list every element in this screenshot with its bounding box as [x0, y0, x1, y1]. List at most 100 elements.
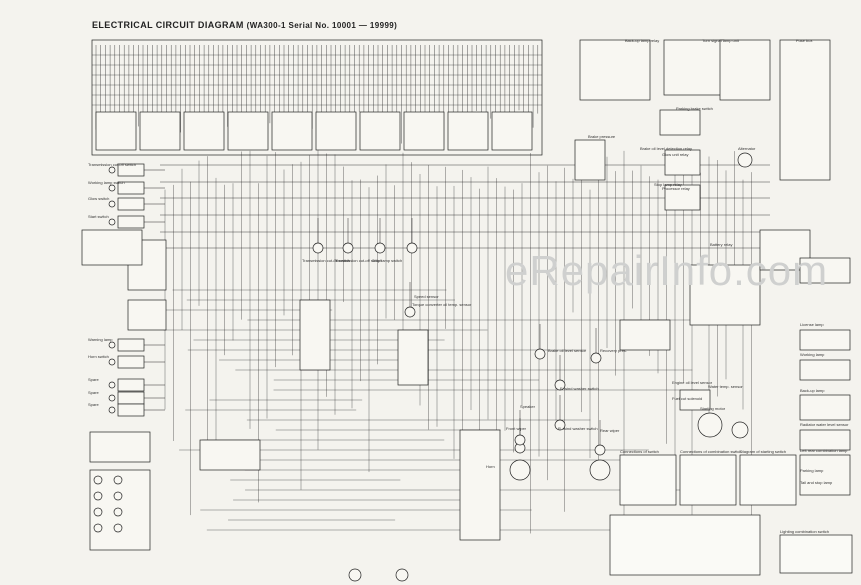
table-title: Lighting combination switch — [780, 529, 829, 534]
left-component-label: Warning lamp — [88, 337, 113, 342]
connector-grid — [459, 429, 501, 541]
switch-block — [117, 355, 145, 369]
right-component-label: Starting motor — [700, 406, 726, 411]
diagram-title: ELECTRICAL CIRCUIT DIAGRAM — [92, 20, 244, 30]
alternator-symbol — [737, 152, 753, 168]
sensor-symbol — [590, 352, 602, 364]
lamp-connector — [799, 429, 851, 451]
left-component-label: Transmission cut-off switch — [88, 162, 136, 167]
right-component-label: Parking brake switch — [676, 106, 713, 111]
sensor-symbol — [404, 306, 416, 318]
lamp-connector — [799, 329, 851, 351]
lamp-connector — [799, 359, 851, 381]
center-component-label: Horn — [486, 464, 495, 469]
relay-connector — [447, 111, 489, 151]
right-component-label: Stop lamp relay — [654, 182, 682, 187]
relay-connector — [95, 111, 137, 151]
horn-symbol — [348, 568, 362, 582]
switch-block — [117, 197, 145, 211]
right-component-label: Left rear combination lamp — [800, 448, 848, 453]
relay-block — [579, 39, 651, 101]
right-component-label: License lamp — [800, 322, 824, 327]
switch-block — [117, 378, 145, 392]
sensor-symbol — [514, 434, 526, 446]
left-component-label: Spare — [88, 390, 99, 395]
left-component-label: Horn switch — [88, 354, 109, 359]
front-wiper-motor — [509, 459, 531, 481]
lamp-connector — [799, 394, 851, 421]
diagram-subtitle: (WA300-1 Serial No. 10001 — 19999) — [246, 21, 398, 30]
connector-grid — [199, 439, 261, 471]
center-component-label: F. wind washer switch — [560, 386, 599, 391]
sensor-symbol — [554, 379, 566, 391]
relay-connector — [491, 111, 533, 151]
right-component-label: Tail and stop lamp — [800, 480, 833, 485]
center-component-label: Front wiper — [506, 426, 527, 431]
relay-connector — [315, 111, 357, 151]
motor-symbol — [731, 421, 749, 439]
relay-connector — [227, 111, 269, 151]
table-title: Diagram of starting switch — [740, 449, 786, 454]
right-component-label: Brake oil level detection relay — [640, 146, 692, 151]
center-component-label: Rear wiper — [600, 428, 620, 433]
lamp-symbol — [93, 475, 103, 485]
switch-symbol — [108, 406, 116, 414]
switch-symbol — [108, 200, 116, 208]
table-title: Connections of combination switch — [680, 449, 742, 454]
horn-symbol — [395, 568, 409, 582]
right-component-label: Fuel cut solenoid — [672, 396, 702, 401]
relay-block — [663, 39, 725, 96]
right-component-label: Alternator — [738, 146, 756, 151]
sensor-block — [574, 139, 606, 181]
center-component-label: R. wind washer switch — [558, 426, 598, 431]
center-component-label: Transmission cut-off switch — [302, 258, 350, 263]
connection-table — [739, 454, 797, 506]
right-component-label: Fuse box — [796, 38, 812, 43]
relay-connector — [183, 111, 225, 151]
left-component-label: Working lamp switch — [88, 180, 125, 185]
relay-connector — [403, 111, 445, 151]
rear-wiper-motor — [589, 459, 611, 481]
sensor-symbol — [374, 242, 386, 254]
center-component-label: Speed sensor — [414, 294, 439, 299]
right-component-label: Water temp. sensor — [708, 384, 743, 389]
center-component-label: Torque converter oil temp. sensor — [412, 302, 472, 307]
center-component-label: Stop lamp switch — [372, 258, 402, 263]
right-component-label: Back-up lamp — [800, 388, 825, 393]
right-component-label: Battery relay — [710, 242, 732, 247]
starter-switch-block — [81, 229, 143, 266]
starting-motor-symbol — [697, 412, 723, 438]
switch-block — [117, 403, 145, 417]
lamp-symbol — [113, 475, 123, 485]
relay-block — [719, 39, 771, 101]
lamp-symbol — [113, 507, 123, 517]
center-component-label: Transmission cut-off switch — [334, 258, 382, 263]
switch-block — [117, 181, 145, 195]
center-component-label: Recovery pres. — [600, 348, 627, 353]
switch-symbol — [108, 166, 116, 174]
left-component-label: Glow switch — [88, 196, 109, 201]
connector-block — [799, 257, 851, 284]
left-component-label: Spare — [88, 402, 99, 407]
switch-block — [117, 163, 145, 177]
relay-block — [664, 149, 701, 176]
lamp-symbol — [93, 491, 103, 501]
sensor-symbol — [342, 242, 354, 254]
right-component-label: Working lamp — [800, 352, 825, 357]
switch-block — [117, 215, 145, 229]
lamp-symbol — [113, 491, 123, 501]
switch-symbol — [108, 218, 116, 226]
switch-symbol — [108, 358, 116, 366]
switch-block — [117, 338, 145, 352]
sensor-symbol — [594, 444, 606, 456]
combination-lamp-block — [799, 454, 851, 496]
controller-block — [689, 264, 761, 326]
page-title: ELECTRICAL CIRCUIT DIAGRAM (WA300-1 Seri… — [92, 20, 397, 30]
right-component-label: Back-up lamp relay — [625, 38, 659, 43]
connection-table — [679, 454, 737, 506]
relay-connector — [139, 111, 181, 151]
lamp-symbol — [93, 523, 103, 533]
watermark: eRepairInfo.com — [505, 247, 829, 294]
switch-symbol — [108, 381, 116, 389]
